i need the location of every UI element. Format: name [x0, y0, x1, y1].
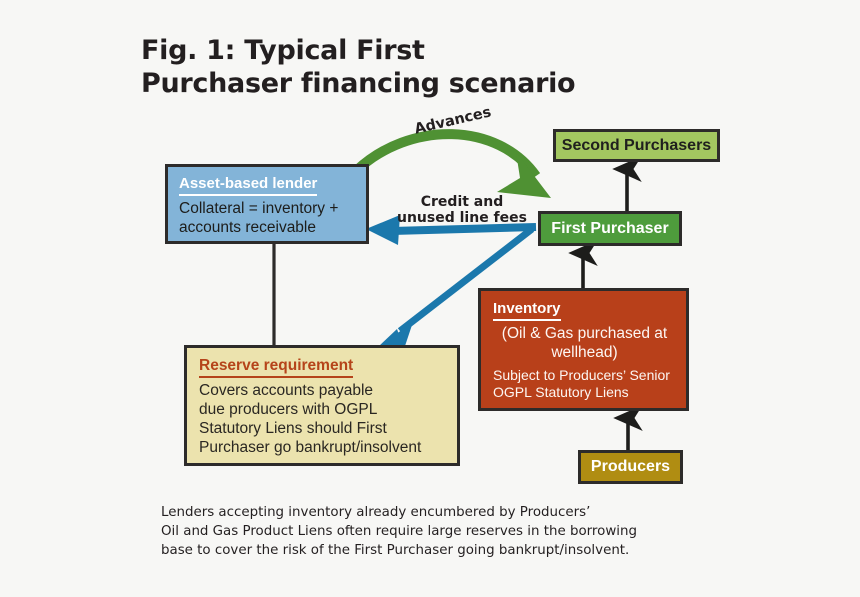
reserve-header: Reserve requirement — [199, 356, 354, 378]
lender-header: Asset-based lender — [179, 174, 318, 196]
node-reserve-requirement[interactable]: Reserve requirement Covers accounts paya… — [184, 345, 460, 466]
arrow-advances — [352, 129, 551, 198]
node-inventory[interactable]: Inventory (Oil & Gas purchased at wellhe… — [478, 288, 689, 411]
second-purchasers-label: Second Purchasers — [561, 136, 712, 154]
figure-caption: Lenders accepting inventory already encu… — [161, 505, 637, 558]
reserve-body: Covers accounts payable due producers wi… — [199, 382, 422, 456]
inventory-body-secondary: Subject to Producers’ Senior OGPL Statut… — [493, 367, 670, 400]
figure-title: Fig. 1: Typical First Purchaser financin… — [141, 35, 576, 99]
node-producers[interactable]: Producers — [578, 450, 683, 484]
node-asset-based-lender[interactable]: Asset-based lender Collateral = inventor… — [165, 164, 369, 244]
arrow-label-advances: Advances — [413, 104, 493, 138]
first-purchaser-label: First Purchaser — [551, 219, 669, 237]
inventory-body-primary: (Oil & Gas purchased at wellhead) — [501, 325, 668, 361]
node-first-purchaser[interactable]: First Purchaser — [538, 211, 682, 246]
node-second-purchasers[interactable]: Second Purchasers — [553, 129, 720, 162]
lender-body: Collateral = inventory + accounts receiv… — [179, 200, 339, 236]
producers-label: Producers — [590, 458, 671, 475]
inventory-header: Inventory — [493, 299, 561, 321]
arrow-label-credit-and-unused-line-fees: Credit and unused line fees — [397, 194, 527, 226]
